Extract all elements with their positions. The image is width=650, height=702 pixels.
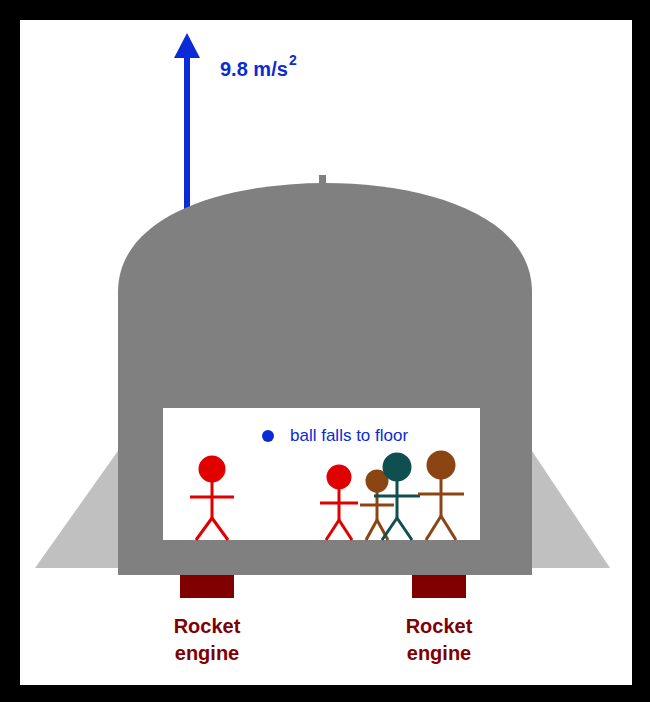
stick-figure xyxy=(374,454,420,540)
rocket-body xyxy=(118,183,532,575)
arrow-head xyxy=(174,33,200,58)
left-fin xyxy=(35,448,120,568)
engine-label: Rocket engine xyxy=(384,613,494,667)
people xyxy=(190,452,464,540)
stick-figure xyxy=(190,457,234,540)
rocket-engine xyxy=(412,575,466,598)
stick-figure xyxy=(418,452,464,540)
acceleration-arrow xyxy=(184,52,190,218)
ball-label: ball falls to floor xyxy=(290,426,408,446)
right-fin xyxy=(530,448,610,568)
acceleration-label: 9.8 m/s xyxy=(220,58,288,81)
exponent: 2 xyxy=(289,52,297,68)
stick-figure xyxy=(320,466,358,540)
rocket-engine xyxy=(180,575,234,598)
engine-label: Rocket engine xyxy=(152,613,262,667)
ball xyxy=(262,430,274,442)
cabin-window xyxy=(163,408,480,540)
